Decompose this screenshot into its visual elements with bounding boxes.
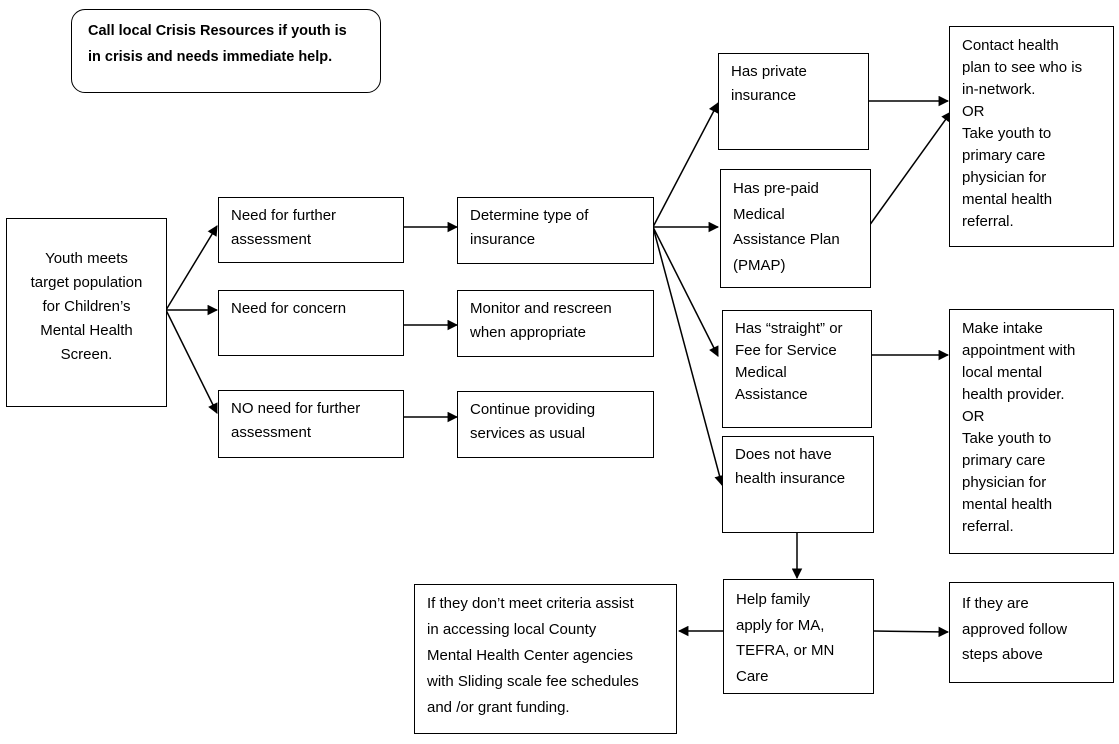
no-need-text: NO need for further assessment	[231, 400, 361, 441]
need-for-concern-box: Need for concern	[218, 290, 404, 356]
approved-text: If they are approved follow steps above	[962, 595, 1068, 663]
arrow-help-to-approved	[873, 626, 950, 638]
continue-services-box: Continue providing services as usual	[457, 391, 654, 458]
pmap-text: Has pre-paid Medical Assistance Plan (PM…	[733, 180, 840, 274]
no-need-further-assessment-box: NO need for further assessment	[218, 390, 404, 458]
youth-box-text: Youth meets target population for Childr…	[30, 250, 143, 363]
intake-appointment-box: Make intake appointment with local menta…	[949, 309, 1114, 554]
arrow-youth-to-need-further	[165, 225, 218, 311]
help-family-text: Help family apply for MA, TEFRA, or MN C…	[736, 591, 835, 685]
arrow-determine-to-straight-ma	[652, 226, 719, 357]
county-mental-health-box: If they don’t meet criteria assist in ac…	[414, 584, 677, 734]
determine-insurance-box: Determine type of insurance	[457, 197, 654, 264]
county-text: If they don’t meet criteria assist in ac…	[427, 595, 639, 716]
no-insurance-text: Does not have health insurance	[735, 446, 846, 487]
crisis-resources-note: Call local Crisis Resources if youth is …	[71, 9, 381, 93]
youth-target-population-box: Youth meets target population for Childr…	[6, 218, 167, 407]
arrow-determine-to-no-insurance	[652, 226, 725, 487]
arrow-pmap-to-contact	[868, 111, 952, 227]
crisis-note-text: Call local Crisis Resources if youth is …	[88, 23, 347, 65]
approved-follow-steps-box: If they are approved follow steps above	[949, 582, 1114, 683]
monitor-rescreen-box: Monitor and rescreen when appropriate	[457, 290, 654, 357]
need-further-assessment-box: Need for further assessment	[218, 197, 404, 263]
straight-ma-text: Has “straight” or Fee for Service Medica…	[735, 320, 843, 403]
arrow-determine-to-private	[652, 102, 719, 228]
continue-text: Continue providing services as usual	[470, 401, 596, 442]
straight-ma-box: Has “straight” or Fee for Service Medica…	[722, 310, 872, 428]
need-concern-text: Need for concern	[231, 300, 347, 317]
contact-health-plan-box: Contact health plan to see who is in-net…	[949, 26, 1114, 247]
arrow-youth-to-no-need	[165, 309, 218, 414]
contact-plan-text: Contact health plan to see who is in-net…	[962, 37, 1083, 230]
no-health-insurance-box: Does not have health insurance	[722, 436, 874, 533]
private-insurance-text: Has private insurance	[731, 63, 807, 104]
help-family-apply-box: Help family apply for MA, TEFRA, or MN C…	[723, 579, 874, 694]
monitor-text: Monitor and rescreen when appropriate	[470, 300, 612, 341]
determine-insurance-text: Determine type of insurance	[470, 207, 589, 248]
private-insurance-box: Has private insurance	[718, 53, 869, 150]
pmap-box: Has pre-paid Medical Assistance Plan (PM…	[720, 169, 871, 288]
intake-text: Make intake appointment with local menta…	[962, 320, 1076, 535]
need-further-text: Need for further assessment	[231, 207, 337, 248]
